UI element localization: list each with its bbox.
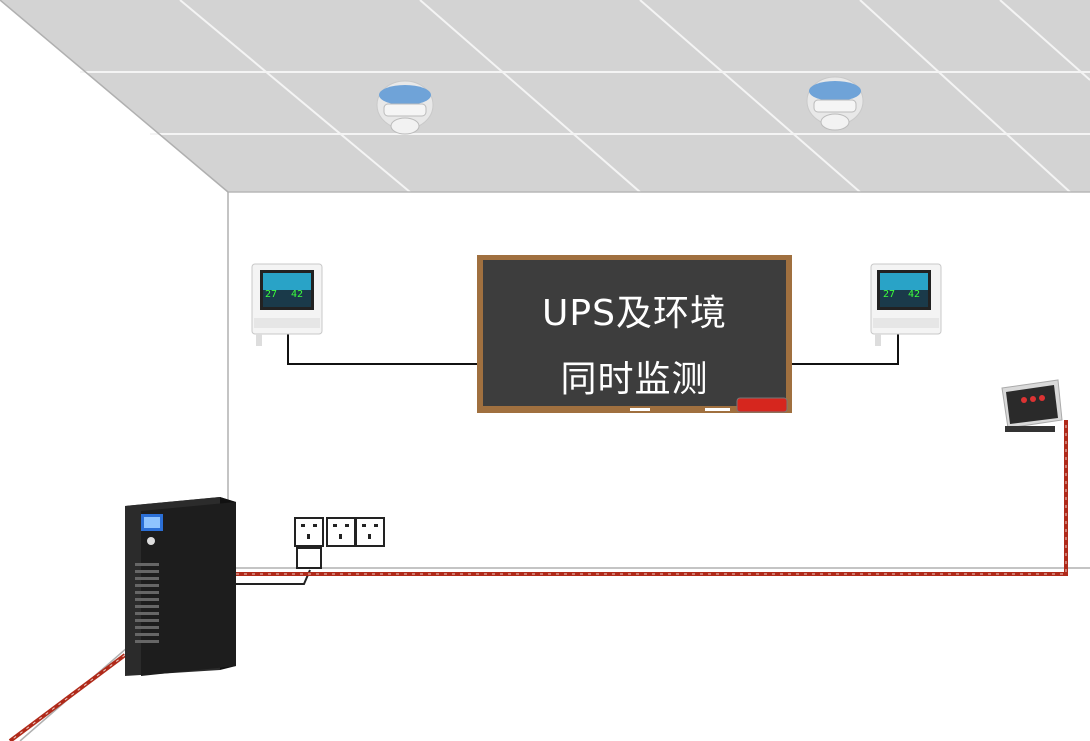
sensor-humidity: 42 — [291, 289, 303, 300]
ceiling — [0, 0, 1090, 193]
board-title-line1: UPS及环境 — [542, 293, 727, 334]
leak-sensing-cable — [8, 420, 1068, 741]
chalkboard — [477, 255, 792, 413]
ups-icon — [125, 497, 236, 676]
sensor-wires — [287, 333, 899, 365]
smoke-detector-icon — [806, 76, 864, 131]
sensor-temperature: 27 — [265, 289, 277, 300]
power-outlet-icon — [294, 517, 385, 569]
temperature-humidity-sensor-icon: 27 42 — [251, 263, 323, 346]
temperature-humidity-sensor-icon: 27 42 — [870, 263, 942, 346]
smoke-detector-icon — [376, 80, 434, 135]
board-title-line2: 同时监测 — [560, 359, 709, 400]
sensor-humidity: 42 — [908, 289, 920, 300]
water-leak-controller-icon — [1001, 379, 1063, 432]
sensor-temperature: 27 — [883, 289, 895, 300]
